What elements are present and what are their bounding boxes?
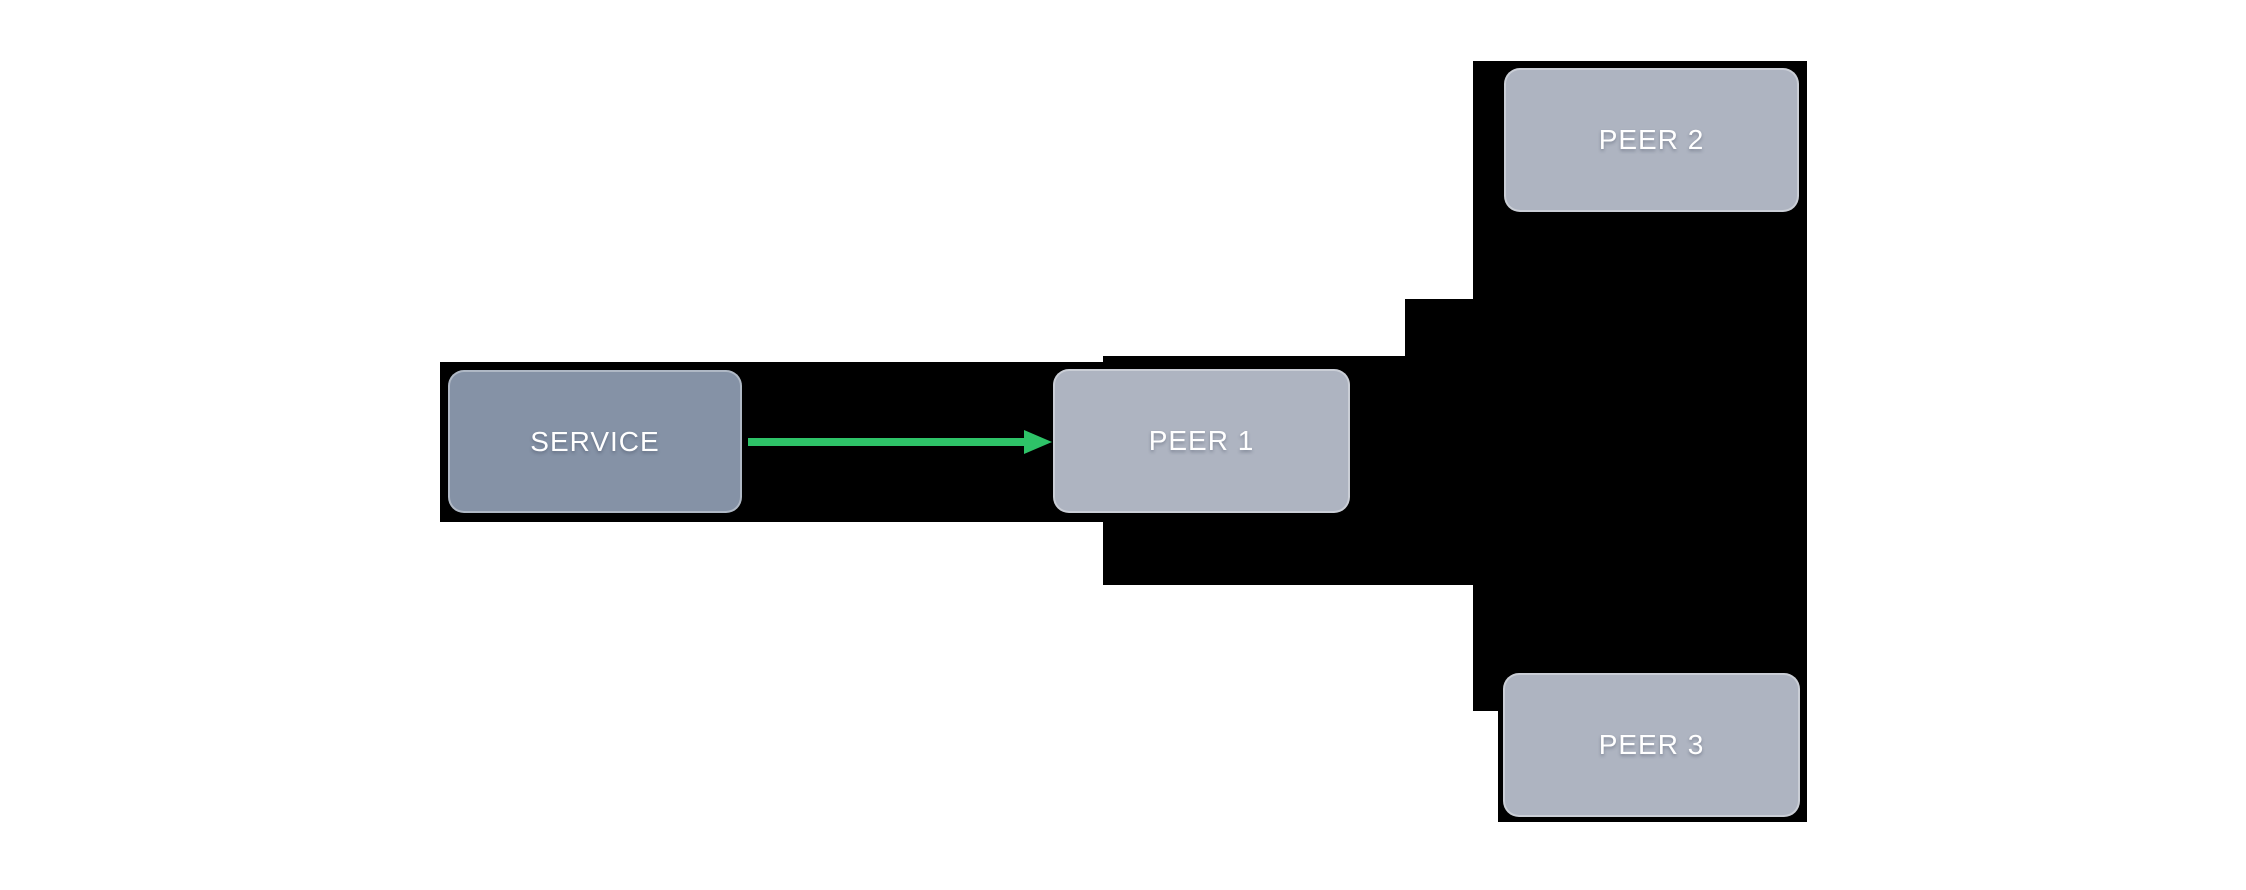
node-peer3-label: PEER 3	[1598, 729, 1705, 760]
node-peer2: PEER 2	[1504, 68, 1799, 212]
black-region-step	[1405, 299, 1473, 585]
arrowhead-icon	[1024, 430, 1052, 454]
node-peer3: PEER 3	[1503, 673, 1800, 817]
node-peer2-label: PEER 2	[1598, 124, 1705, 155]
node-service-label: SERVICE	[530, 425, 660, 457]
node-peer1-label: PEER 1	[1148, 425, 1255, 456]
node-peer1: PEER 1	[1053, 369, 1350, 513]
node-service: SERVICE	[448, 370, 742, 513]
service-to-peer1-arrow	[748, 430, 1052, 454]
